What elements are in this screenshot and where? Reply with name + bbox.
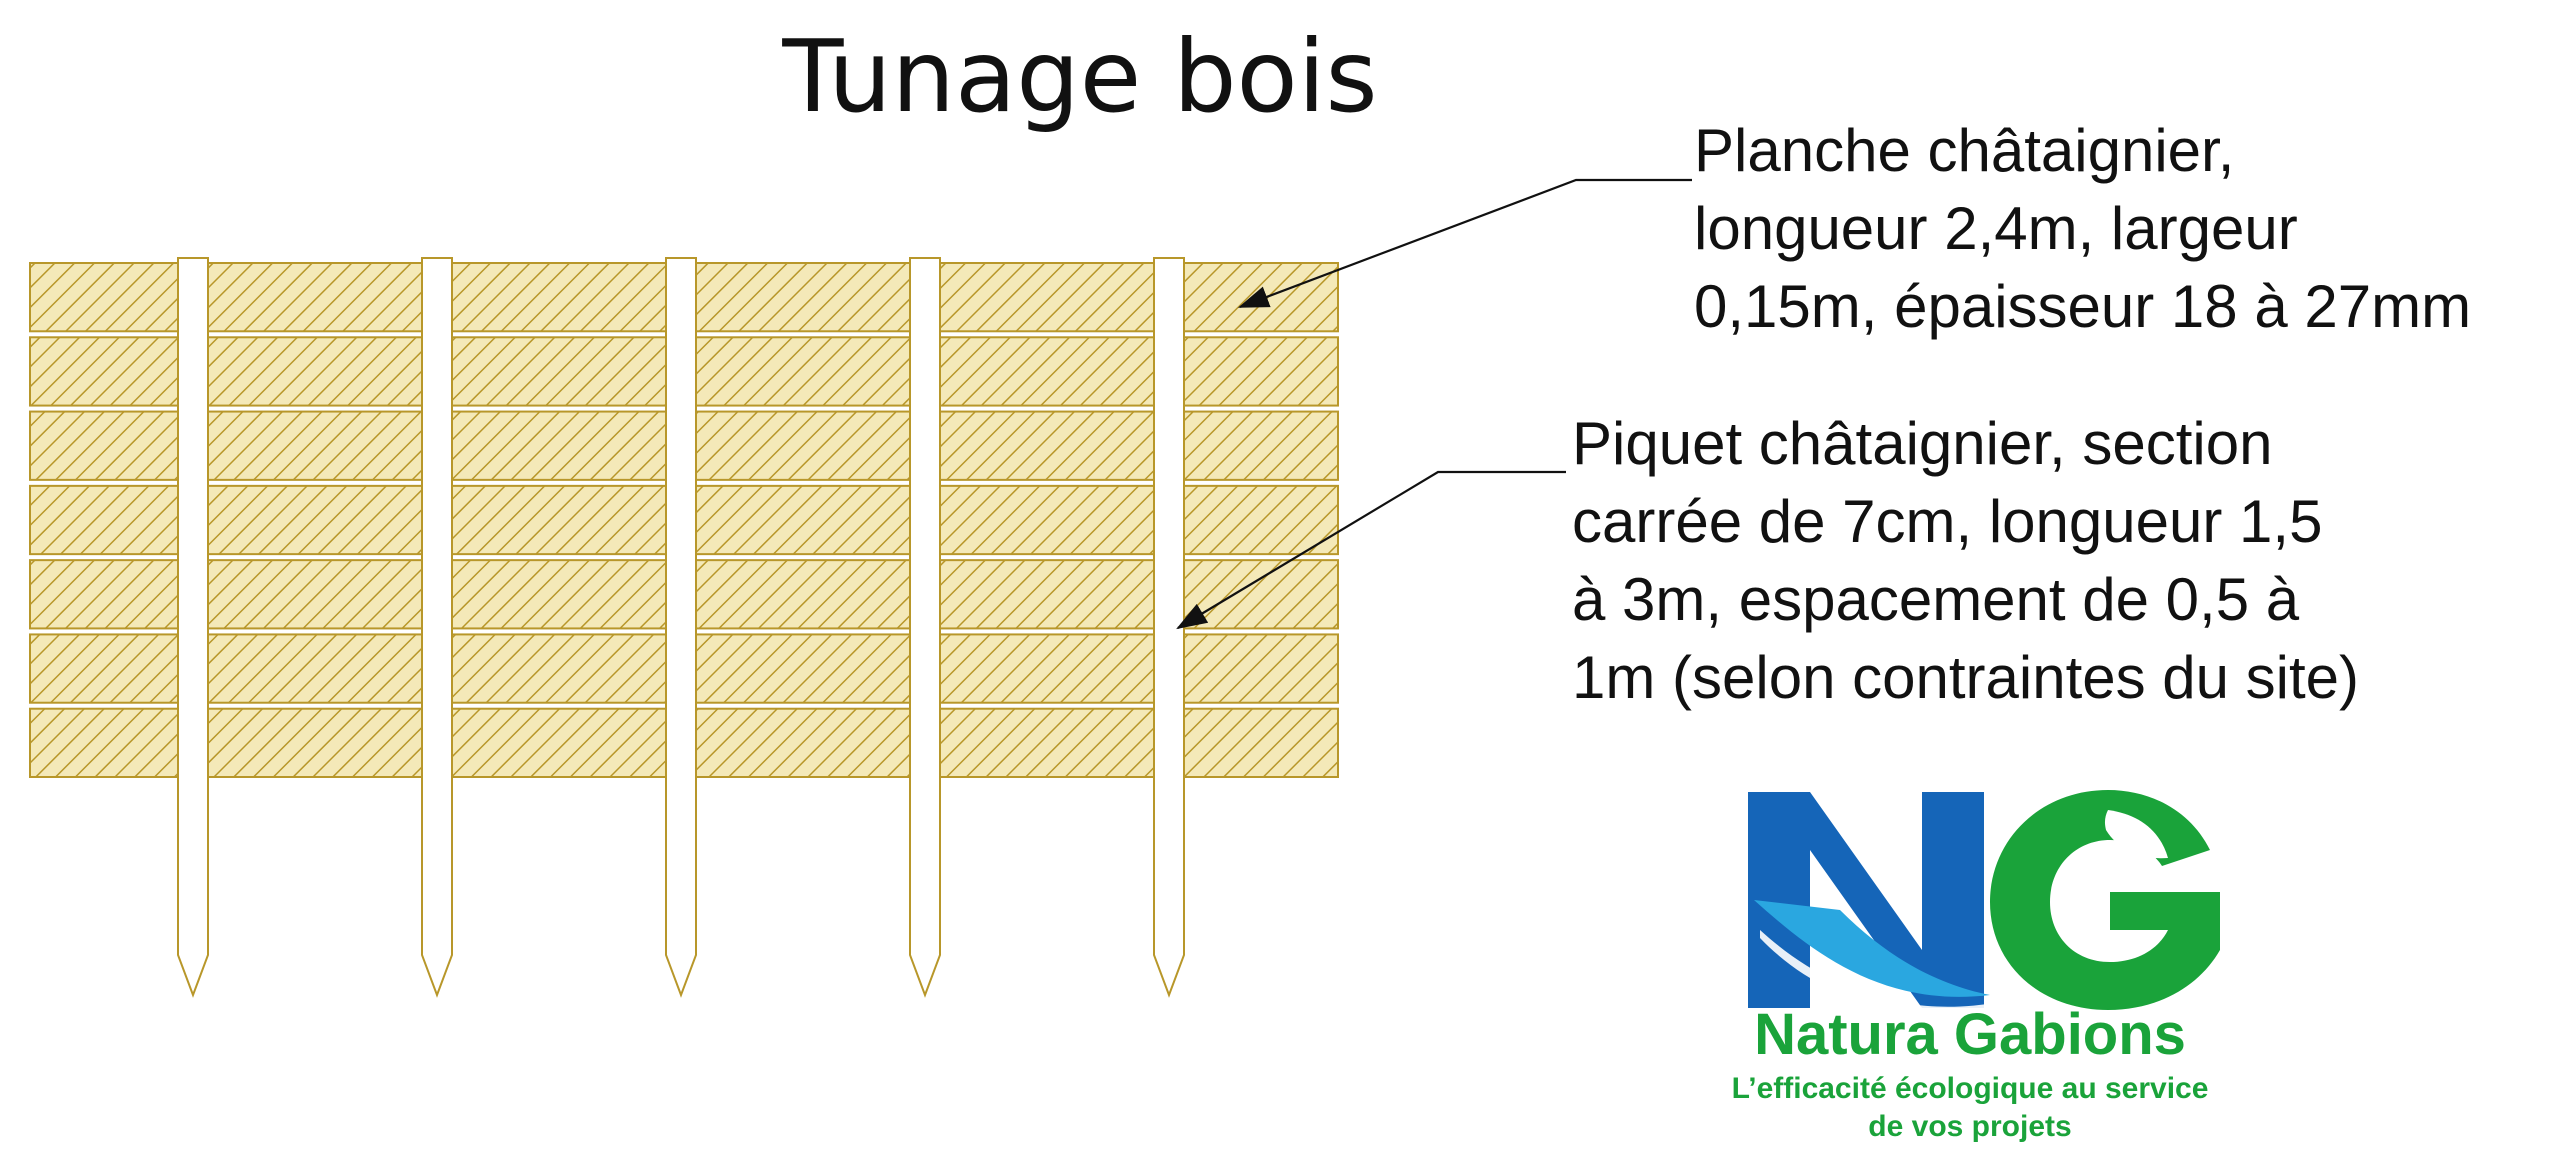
plank-label: Planche châtaignier, longueur 2,4m, larg… (1694, 112, 2471, 346)
brand-tagline-line: de vos projets (1868, 1110, 2072, 1143)
stake-label-line: 1m (selon contraintes du site) (1572, 644, 2360, 711)
plank-leader-line (1237, 178, 1692, 309)
natura-gabions-logo: Natura Gabions L’efficacité écologique a… (1690, 780, 2250, 1160)
brand-tagline-line: L’efficacité écologique au service (1731, 1072, 2209, 1105)
stake-label-line: carrée de 7cm, longueur 1,5 (1572, 488, 2323, 555)
stake-leader-line (1176, 470, 1566, 630)
brand-tagline: L’efficacité écologique au service de vo… (1690, 1070, 2250, 1146)
stake (421, 257, 453, 998)
plank-label-line: Planche châtaignier, (1694, 117, 2235, 184)
plank-label-line: longueur 2,4m, largeur (1694, 195, 2298, 262)
stake (177, 257, 209, 998)
stake-label-line: à 3m, espacement de 0,5 à (1572, 566, 2300, 633)
stake (1153, 257, 1185, 998)
page-title: Tunage bois (782, 18, 1378, 135)
ng-monogram-icon (1748, 790, 2220, 1010)
brand-name: Natura Gabions (1754, 1002, 2186, 1067)
stakes-group (177, 257, 1185, 998)
stake (909, 257, 941, 998)
stake-label-line: Piquet châtaignier, section (1572, 410, 2273, 477)
plank-label-line: 0,15m, épaisseur 18 à 27mm (1694, 273, 2472, 340)
stake-label: Piquet châtaignier, section carrée de 7c… (1572, 405, 2359, 717)
stake (665, 257, 697, 998)
